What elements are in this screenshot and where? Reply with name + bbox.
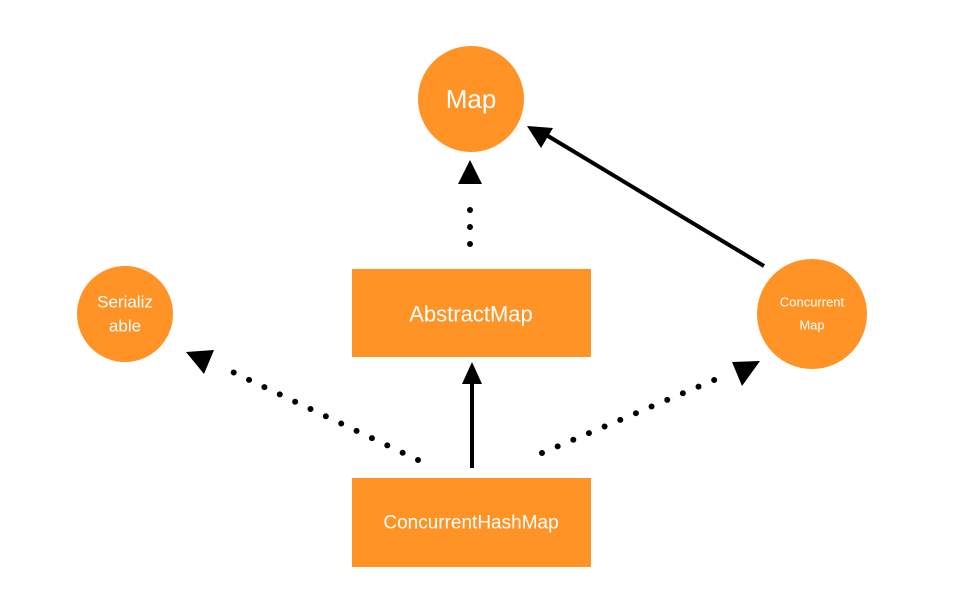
edges <box>186 126 766 468</box>
arrowhead-concurrenthashmap-to-serializable <box>186 350 214 374</box>
node-concurrent-map-label-line2: Map <box>799 318 824 333</box>
edge-concurrenthashmap-to-serializable <box>219 364 421 463</box>
node-serializable-label-line2: able <box>109 317 141 336</box>
node-abstract-map-shape <box>352 269 591 357</box>
edge-concurrenthashmap-to-concurrentmap <box>539 372 729 456</box>
node-concurrent-map-label-line1: Concurrent <box>780 295 845 310</box>
arrowhead-concurrenthashmap-to-abstractmap <box>462 362 482 384</box>
node-concurrent-hash-map: ConcurrentHashMap <box>352 478 591 567</box>
node-map: Map <box>418 46 524 152</box>
node-concurrent-hash-map-label: ConcurrentHashMap <box>383 513 558 534</box>
node-map-label: Map <box>446 84 497 114</box>
node-serializable-shape <box>77 266 173 362</box>
node-concurrent-hash-map-shape <box>352 478 591 567</box>
arrowhead-concurrentmap-to-map <box>527 126 553 148</box>
node-abstract-map: AbstractMap <box>352 269 591 357</box>
node-serializable-label-line1: Serializ <box>97 293 153 312</box>
arrowhead-abstractmap-to-map <box>458 160 482 184</box>
edge-concurrentmap-to-map <box>546 134 766 268</box>
node-concurrent-map: Concurrent Map <box>757 259 867 369</box>
node-concurrent-map-shape <box>757 259 867 369</box>
arrowhead-concurrenthashmap-to-concurrentmap <box>732 361 760 386</box>
node-map-shape <box>418 46 524 152</box>
node-serializable: Serializ able <box>77 266 173 362</box>
node-abstract-map-label: AbstractMap <box>409 302 533 327</box>
